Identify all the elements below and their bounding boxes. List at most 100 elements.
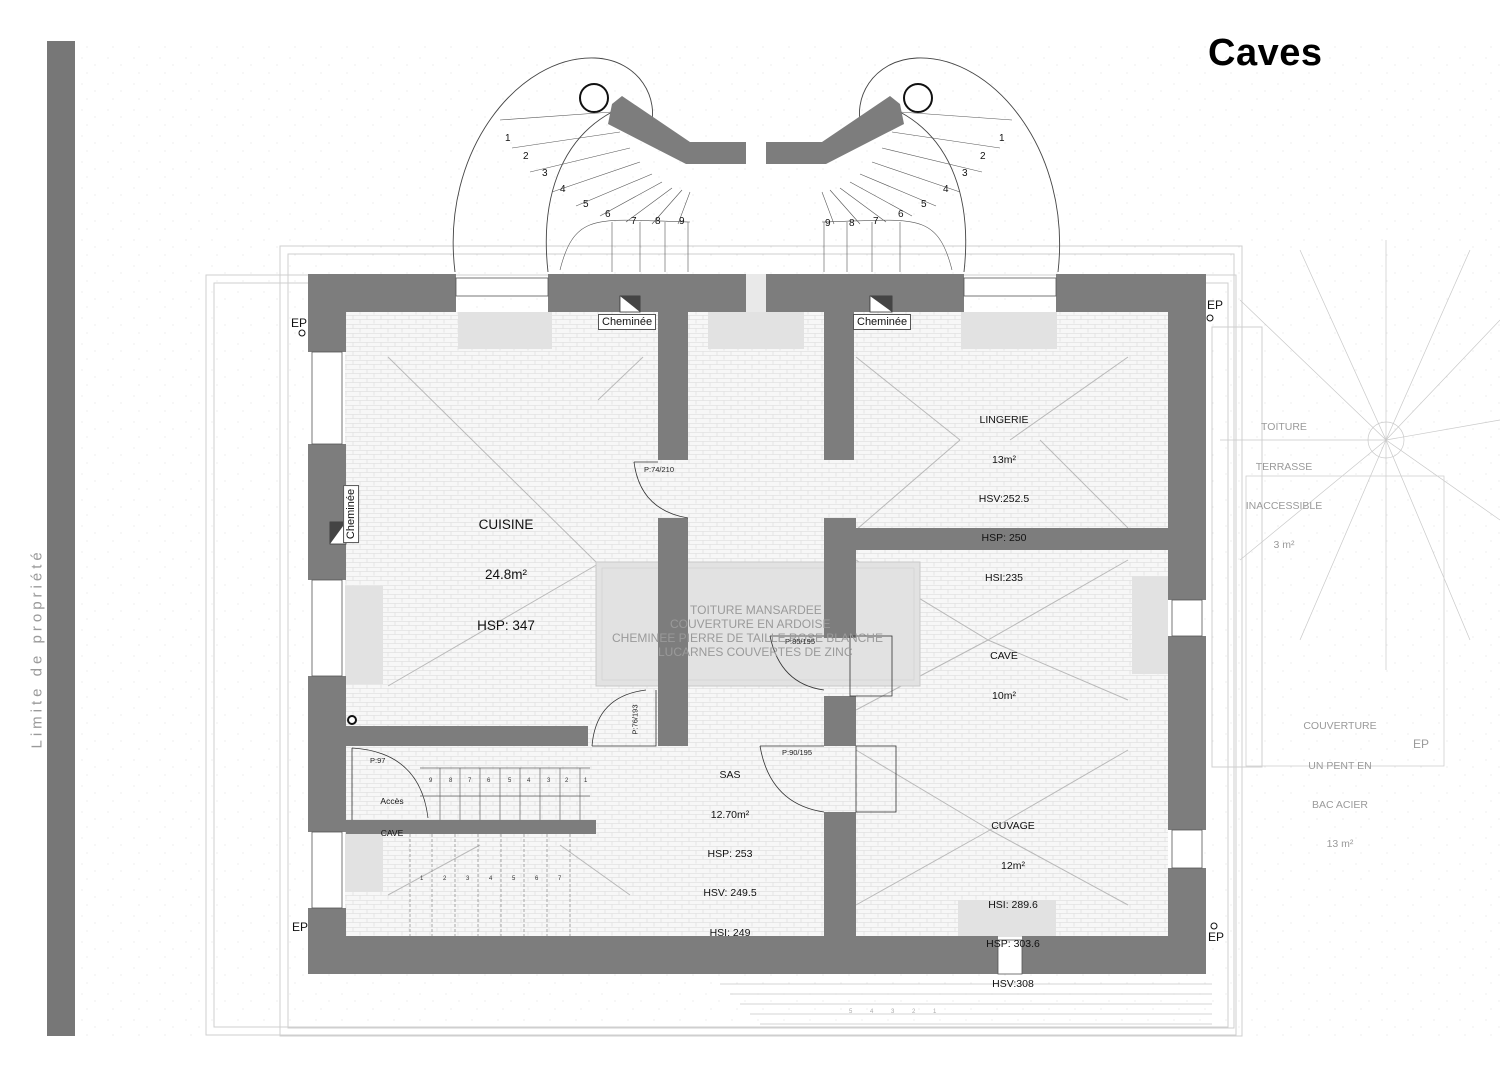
column-left <box>579 83 609 113</box>
room-cuisine-name: CUISINE <box>478 516 534 532</box>
property-limit-wall <box>47 41 75 1036</box>
perron-right-step-2: 2 <box>980 151 986 162</box>
ep-markers <box>298 314 1218 930</box>
couverture-outline <box>1245 475 1445 767</box>
exterior-walls <box>308 274 1206 974</box>
stair-access-line-2: CAVE <box>380 828 404 839</box>
terrace-outline <box>205 245 1263 1037</box>
cave-stairs-lower <box>409 834 571 936</box>
perron-left-step-5: 5 <box>583 199 589 210</box>
room-lingerie-hsi: HSI:235 <box>985 571 1023 584</box>
perron-right-step-3: 3 <box>962 168 968 179</box>
cave-stair-upper-9: 9 <box>429 778 433 784</box>
cave-stair-upper-7: 7 <box>468 778 472 784</box>
couverture-line-3: BAC ACIER <box>1311 799 1369 811</box>
bottom-stair-1: 1 <box>933 1009 937 1015</box>
couverture-line-1: COUVERTURE <box>1303 720 1377 733</box>
perron-left-step-1: 1 <box>505 133 511 144</box>
stair-access-line-1: Accès <box>380 796 404 807</box>
cave-stair-upper-8: 8 <box>449 778 453 784</box>
cave-stair-upper-5: 5 <box>508 778 512 784</box>
perron-steps <box>499 111 1013 272</box>
property-limit-label: Limite de propriété <box>28 548 46 749</box>
room-lingerie: LINGERIE 13m² HSV:252.5 HSP: 250 HSI:235 <box>964 388 1044 598</box>
chimney-label-2: Cheminée <box>853 314 912 330</box>
toiture-terrasse-line-2: TERRASSE <box>1255 460 1313 473</box>
bottom-stair-4: 4 <box>870 1009 874 1015</box>
cave-stair-lower-1: 1 <box>420 876 424 882</box>
room-lingerie-hsv: HSV:252.5 <box>978 493 1030 505</box>
perron-gap <box>746 142 766 164</box>
room-cave-area: 10m² <box>992 689 1016 702</box>
mansarde-line-2: COUVERTURE EN ARDOISE <box>670 617 831 631</box>
ep-label-couverture: EP <box>1413 737 1430 751</box>
exterior-steps-bottom <box>720 983 1212 1025</box>
couverture-line-4: 13 m² <box>1326 838 1354 851</box>
perron-left-step-4: 4 <box>560 184 566 195</box>
perron-walls <box>608 96 904 164</box>
ep-label-ne: EP <box>1207 298 1224 312</box>
door-tag-4: P:90/195 <box>782 748 813 757</box>
perron-left-step-2: 2 <box>523 151 529 162</box>
perron-left-step-8: 8 <box>655 216 661 227</box>
room-cuvage-area: 12m² <box>1001 859 1025 872</box>
wall-opening-top <box>746 274 766 312</box>
chimney-glyphs <box>329 295 893 545</box>
mansarde-line-4: LUCARNES COUVERTES DE ZINC <box>658 645 853 659</box>
room-lingerie-hsp: HSP: 250 <box>981 532 1027 545</box>
perron-right-step-8: 8 <box>849 218 855 229</box>
toiture-terrasse-line-4: 3 m² <box>1273 539 1295 552</box>
cave-stair-lower-5: 5 <box>512 876 516 882</box>
room-cuisine-hsp: HSP: 347 <box>477 618 535 633</box>
room-cuvage-name: CUVAGE <box>991 820 1035 833</box>
cave-stair-upper-3: 3 <box>547 778 551 784</box>
cave-stair-upper-1: 1 <box>584 778 588 784</box>
cave-stair-lower-4: 4 <box>489 876 493 882</box>
room-cuvage-hsv: HSV:308 <box>992 977 1034 990</box>
room-lingerie-area: 13m² <box>992 453 1016 466</box>
perron-right-step-6: 6 <box>898 209 904 220</box>
room-sas-area: 12.70m² <box>710 808 750 821</box>
chimney-label-1: Cheminée <box>598 314 657 330</box>
room-cave: CAVE 10m² <box>974 624 1034 716</box>
room-sas-name: SAS <box>719 769 741 782</box>
perron-left-step-9: 9 <box>679 216 685 227</box>
label-couverture: COUVERTURE UN PENT EN BAC ACIER 13 m² <box>1290 694 1390 865</box>
perron-left-step-6: 6 <box>605 209 611 220</box>
door-swings <box>351 461 897 820</box>
cave-stairs-upper <box>420 767 590 820</box>
room-cuvage-hsi: HSI: 289.6 <box>988 899 1038 911</box>
room-lingerie-name: LINGERIE <box>979 414 1029 427</box>
bottom-stair-3: 3 <box>891 1009 895 1015</box>
room-cuvage: CUVAGE 12m² HSI: 289.6 HSP: 303.6 HSV:30… <box>973 794 1053 1004</box>
room-sas-hsp: HSP: 253 <box>707 848 753 860</box>
room-cuisine: CUISINE 24.8m² HSP: 347 <box>466 483 546 652</box>
chimney-label-3: Cheminée <box>343 484 360 544</box>
room-sas-hsi: HSI: 249 <box>709 926 751 939</box>
cave-stair-lower-6: 6 <box>535 876 539 882</box>
cave-stair-upper-6: 6 <box>487 778 491 784</box>
perron-right-step-1: 1 <box>999 133 1005 144</box>
mansarde-line-3: CHEMINEE PIERRE DE TAILLE ROSE BLANCHE <box>612 631 883 645</box>
door-tag-5: P:97 <box>370 756 386 765</box>
couverture-line-2: UN PENT EN <box>1308 759 1372 772</box>
perron-left-step-7: 7 <box>631 216 637 227</box>
cave-stair-lower-3: 3 <box>466 876 470 882</box>
cave-stair-upper-2: 2 <box>565 778 569 784</box>
toiture-terrasse-line-3: INACCESSIBLE <box>1245 500 1323 512</box>
mansarde-line-1: TOITURE MANSARDEE <box>690 603 822 617</box>
door-tag-3: P:76/193 <box>630 704 640 735</box>
perron-right-step-9: 9 <box>825 218 831 229</box>
cave-stair-lower-7: 7 <box>558 876 562 882</box>
bottom-stair-5: 5 <box>849 1009 853 1015</box>
room-cave-name: CAVE <box>990 650 1018 663</box>
room-sas-hsv: HSV: 249.5 <box>703 887 757 900</box>
perron-right-step-5: 5 <box>921 199 927 210</box>
interior-walls <box>346 312 1168 936</box>
ep-label-sw: EP <box>292 920 309 934</box>
stair-access-label: Accès CAVE <box>372 775 412 849</box>
cave-stair-upper-4: 4 <box>527 778 531 784</box>
toiture-terrasse-line-1: TOITURE <box>1261 421 1307 434</box>
room-cuvage-hsp: HSP: 303.6 <box>986 938 1040 951</box>
